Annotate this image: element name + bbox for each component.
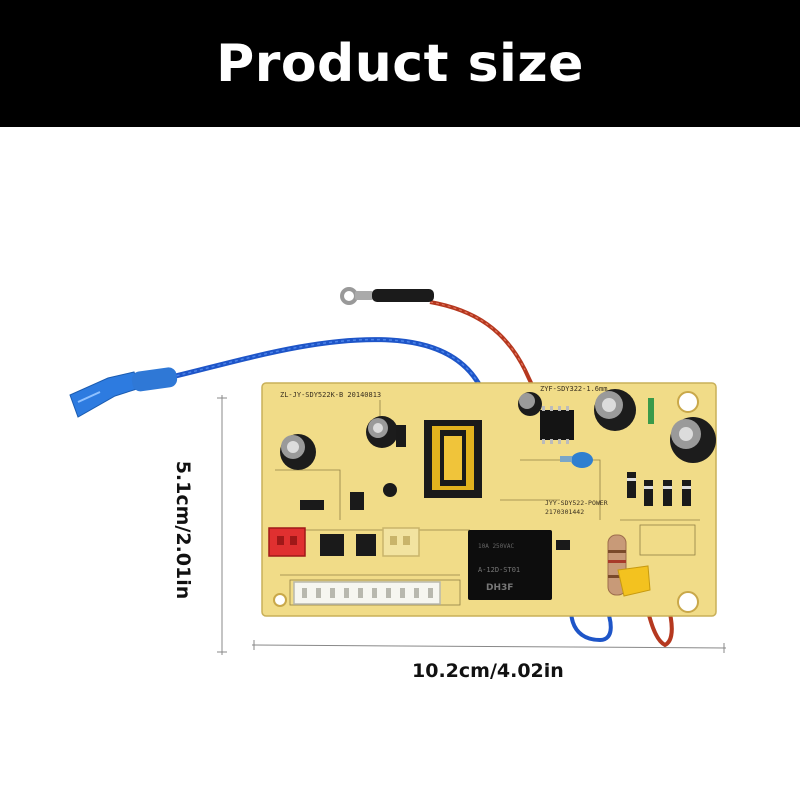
ic-chip [540,406,574,444]
svg-text:10A 250VAC: 10A 250VAC [478,543,515,550]
yellow-connector [382,527,420,557]
pcb-board: ZL-JY-SDY522K-B 20140813 ZYF-SDY322-1.6m… [261,382,717,617]
ring-terminal [340,287,434,305]
green-component [648,398,654,424]
silk-module-code: 2170301442 [545,508,584,516]
transformer [424,420,482,498]
capacitor-1 [280,434,316,470]
silk-top-left: ZL-JY-SDY522K-B 20140813 [280,391,381,399]
diodes [627,472,691,506]
capacitor-5 [670,417,716,463]
width-label: 10.2cm/4.02in [412,660,564,682]
width-dimension-line [251,640,727,653]
capacitor-4 [594,389,636,431]
capacitor-3 [518,392,542,416]
height-dimension-line [217,395,227,655]
relay: 10A 250VAC A-12D-ST01 DH3F [468,530,552,600]
title-banner: Product size [0,0,800,127]
silk-module: JYY-SDY522-POWER [545,499,608,507]
relay-brand-text: DH3F [486,583,513,593]
red-connector [268,527,306,557]
spade-connector [69,367,178,418]
white-connector [293,581,441,605]
banner-title: Product size [216,33,584,94]
small-components [300,425,570,556]
capacitor-2 [366,416,398,448]
silk-top-right: ZYF-SDY322-1.6mm [540,385,607,393]
blue-capacitor [560,452,593,468]
height-label: 5.1cm/2.01in [172,460,194,600]
yellow-capacitor [617,565,651,597]
relay-model-text: A-12D-ST01 [478,566,520,574]
